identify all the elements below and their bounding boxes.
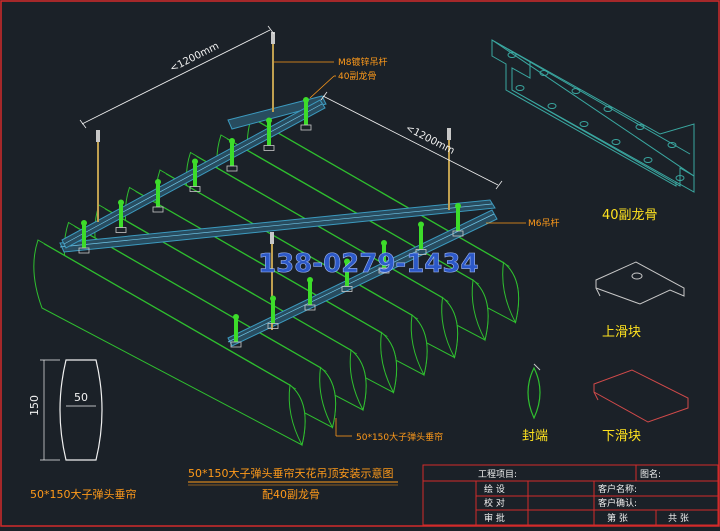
keel-hole bbox=[603, 106, 613, 112]
drawing-title: 50*150大子弹头垂帘天花吊顶安装示意图 bbox=[188, 466, 394, 480]
curtain-slats bbox=[33, 116, 520, 447]
slat-clip bbox=[263, 117, 275, 151]
tb-check: 校 对 bbox=[484, 497, 505, 509]
slat-clips bbox=[78, 97, 464, 348]
section-width-label: 50 bbox=[74, 391, 88, 404]
slat-clip bbox=[78, 220, 90, 254]
tb-sheet: 第 张 bbox=[607, 512, 628, 524]
slat-clip bbox=[230, 314, 242, 348]
callout-curtain: 50*150大子弹头垂帘 bbox=[335, 418, 443, 443]
keel-hole bbox=[547, 103, 557, 109]
keel-holes bbox=[507, 52, 685, 181]
phone-watermark: 138-0279-1434 bbox=[258, 249, 479, 279]
part-end-cap bbox=[527, 363, 541, 420]
slat-clip bbox=[378, 240, 390, 274]
rod-cap bbox=[96, 130, 100, 142]
part-label-upper-slider: 上滑块 bbox=[602, 325, 641, 340]
slat-clip bbox=[267, 295, 279, 329]
callout-keel: 40副龙骨 bbox=[309, 70, 376, 99]
callout-rod-m8-text: M8镀锌吊杆 bbox=[338, 56, 388, 68]
span-label-a: <1200mm bbox=[168, 41, 220, 75]
cross-section-drawing: 50 150 bbox=[28, 359, 103, 461]
part-keel-drawing bbox=[491, 39, 695, 193]
slat-clip bbox=[452, 203, 464, 237]
tb-client-confirm: 客户确认: bbox=[598, 497, 637, 509]
slat-clip bbox=[115, 199, 127, 233]
rod-cap bbox=[271, 32, 275, 44]
callout-rod-m6: M6吊杆 bbox=[486, 217, 560, 229]
tb-total: 共 张 bbox=[668, 513, 689, 524]
part-lower-slider bbox=[593, 369, 689, 423]
slat-clip bbox=[341, 258, 353, 292]
keel-hole bbox=[579, 121, 589, 127]
keel-hole bbox=[611, 139, 621, 145]
keel-hole bbox=[667, 142, 677, 148]
callout-rod-m8: M8镀锌吊杆 bbox=[274, 56, 388, 68]
callout-rod-m6-text: M6吊杆 bbox=[528, 217, 560, 229]
rod-cap bbox=[270, 232, 274, 244]
part-label-keel: 40副龙骨 bbox=[602, 208, 658, 223]
keel-hole bbox=[539, 70, 549, 76]
keel-hole bbox=[635, 124, 645, 130]
tb-client-name: 客户名称: bbox=[598, 483, 637, 495]
rod-cap bbox=[447, 128, 451, 140]
slat-clip bbox=[152, 179, 164, 213]
keel-hole bbox=[571, 88, 581, 94]
title-block bbox=[422, 464, 719, 526]
keel-front bbox=[59, 199, 496, 253]
callout-curtain-text: 50*150大子弹头垂帘 bbox=[356, 431, 443, 443]
part-upper-slider bbox=[595, 261, 685, 305]
tb-draw: 绘 设 bbox=[484, 483, 505, 495]
tb-project: 工程项目: bbox=[478, 469, 517, 480]
tb-drawing-name: 图名: bbox=[640, 468, 661, 480]
section-height-label: 150 bbox=[28, 395, 41, 416]
slat-clip bbox=[304, 277, 316, 311]
section-caption: 50*150大子弹头垂帘 bbox=[30, 487, 137, 501]
part-label-end-cap: 封端 bbox=[522, 429, 548, 444]
slat-clip bbox=[415, 221, 427, 255]
callout-keel-text: 40副龙骨 bbox=[338, 70, 376, 82]
curtain-slat bbox=[33, 239, 306, 447]
slat-clip bbox=[300, 97, 312, 131]
tb-approve: 审 批 bbox=[484, 512, 505, 524]
keel-hole bbox=[515, 85, 525, 91]
dimension-span-a: <1200mm bbox=[79, 25, 275, 129]
keel-hole bbox=[643, 157, 653, 163]
keel-hole bbox=[507, 52, 517, 58]
slat-clip bbox=[226, 138, 238, 172]
slat-clip bbox=[189, 158, 201, 192]
keel-rear-top bbox=[227, 95, 327, 130]
keel-hole bbox=[675, 175, 685, 181]
part-label-lower-slider: 下滑块 bbox=[602, 429, 641, 444]
drawing-subtitle: 配40副龙骨 bbox=[262, 488, 320, 501]
